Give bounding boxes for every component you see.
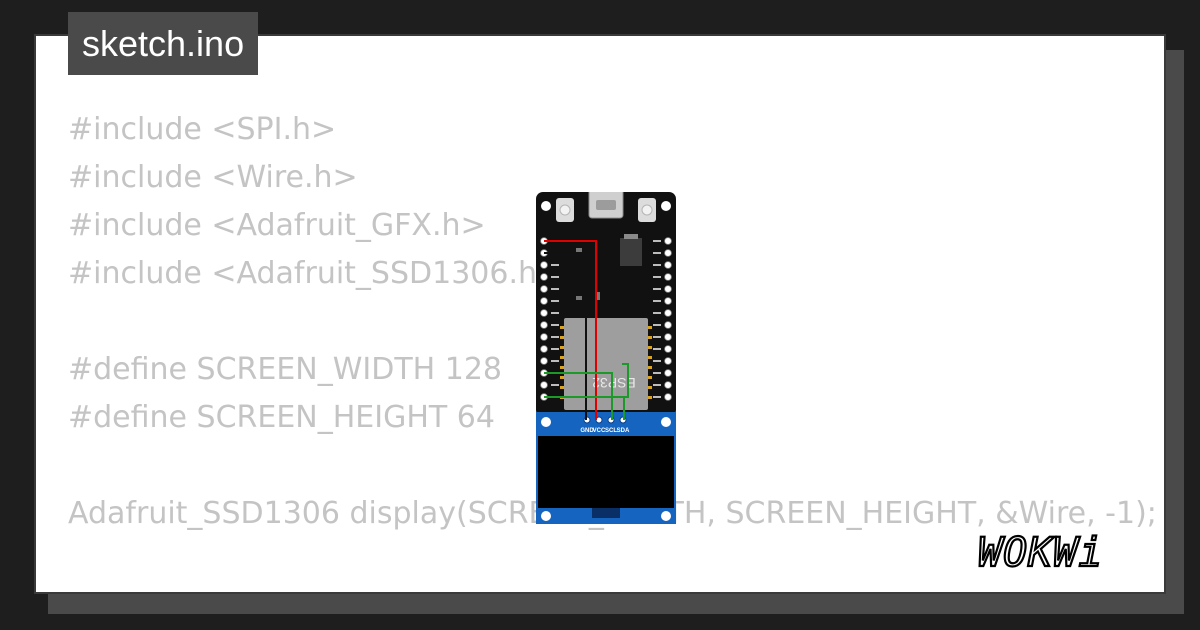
right-pin-header	[664, 237, 672, 401]
code-line-2: #include <Wire.h>	[68, 160, 358, 195]
esp32-oled-diagram: ESP32 GND VCC SCL SDA	[536, 192, 676, 524]
wire-scl	[544, 372, 613, 420]
code-line-7: #define SCREEN_HEIGHT 64	[68, 400, 495, 435]
oled-pin-gnd: GND	[580, 428, 594, 434]
oled-pin-sda: SDA	[617, 428, 630, 434]
file-tab-label: sketch.ino	[82, 23, 245, 64]
code-line-6: #define SCREEN_WIDTH 128	[68, 352, 503, 387]
regulator-icon	[620, 238, 642, 266]
file-tab[interactable]: sketch.ino	[68, 12, 259, 75]
code-line-3: #include <Adafruit_GFX.h>	[68, 208, 486, 243]
oled-pin-vcc: VCC	[593, 428, 606, 434]
code-preview: #include <SPI.h> #include <Wire.h> #includ…	[68, 106, 1157, 538]
esp32-chip-label: ESP32	[592, 375, 636, 391]
wire-sda	[544, 363, 629, 398]
oled-screen	[538, 436, 674, 508]
code-line-4: #include <Adafruit_SSD1306.h>	[68, 256, 563, 291]
wire-gnd	[544, 252, 587, 420]
wokwi-logo: WOKWi	[977, 529, 1104, 574]
code-line-9: Adafruit_SSD1306 display(SCREEN_WIDTH, S…	[68, 496, 1157, 531]
wokwi-logo-text: WOKWi	[978, 530, 1103, 574]
wire-vcc	[544, 240, 597, 420]
code-line-1: #include <SPI.h>	[68, 112, 337, 147]
oled-pin-scl: SCL	[605, 428, 617, 434]
